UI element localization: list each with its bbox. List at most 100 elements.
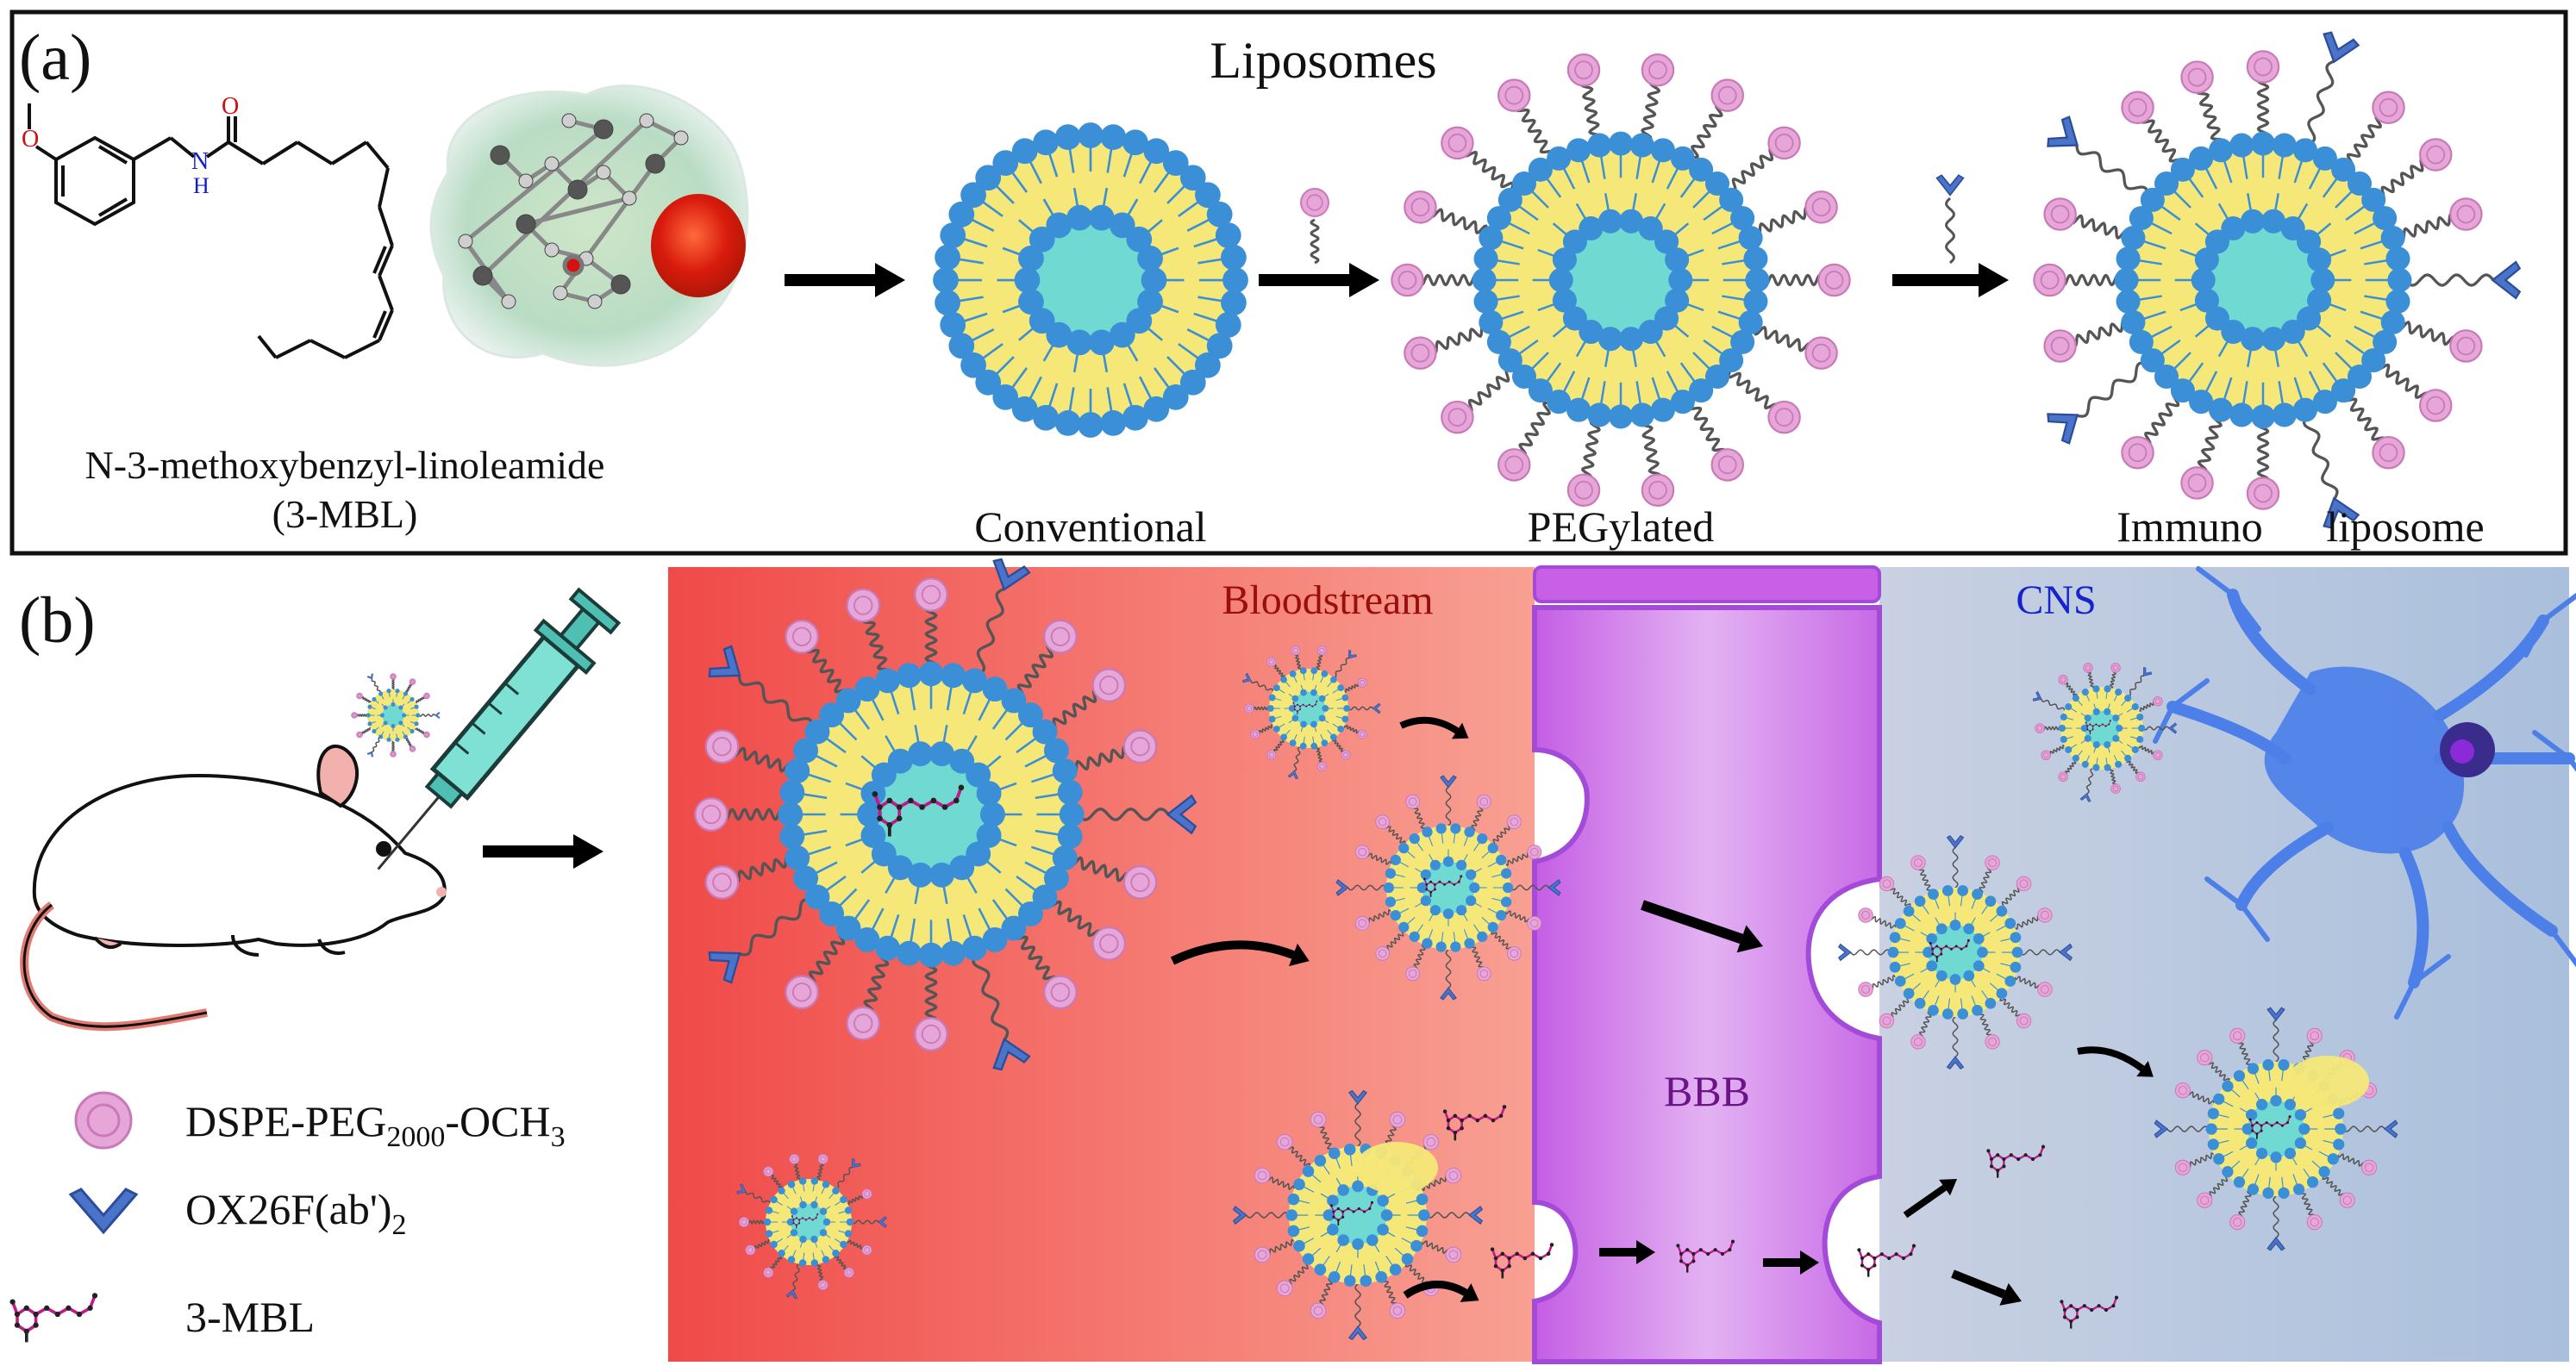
antibody-fragment [1348,1089,1367,1105]
antibody-fragment [1372,702,1381,714]
peg-head [2449,197,2483,231]
peg-head [763,1166,774,1177]
peg-head [1506,814,1522,830]
pegylated-liposome [1391,53,1851,507]
peg-icon-over-arrow [1300,188,1329,265]
peg-head [2121,90,2154,125]
antibody-fragment [1547,879,1561,896]
peg-head [1254,1167,1271,1184]
peg-head [1316,645,1327,656]
antibody-fragment [2323,31,2360,64]
antibody-fragment [2383,1119,2398,1138]
peg-head [1767,126,1801,160]
disrupted-membrane [2286,1056,2369,1107]
peg-head [1476,966,1491,982]
peg-head [2121,435,2154,470]
peg-head [356,731,363,739]
peg-head [1354,845,1370,860]
peg-head [2246,477,2280,510]
peg-head [2306,1027,2323,1045]
peg-head [356,692,363,700]
peg-head [1357,677,1367,688]
peg-head [1122,729,1158,764]
peg-head [2229,1213,2246,1231]
antibody-fragment [2323,496,2360,529]
peg-head [1354,915,1370,931]
encapsulated-drug [2248,1115,2292,1139]
atom-n: N [191,148,209,175]
peg-head [704,729,740,764]
antibody-fragment [785,1289,797,1300]
antibody-fragment [736,1183,747,1194]
peg-head [1527,845,1542,860]
peg-head [390,673,397,680]
peg-head [1310,1111,1327,1128]
peg-head [817,1153,828,1164]
antibody-fragment [1287,770,1298,780]
peg-head [1441,126,1474,160]
peg-head [1291,645,1301,656]
antibody-fragment [1946,834,1965,849]
peg-head [2180,60,2214,94]
legend-drug-icon [9,1293,98,1343]
peg-head [1441,400,1474,434]
peg-head [1985,1034,2000,1050]
peg-head [2174,1082,2191,1099]
peg-head [1710,78,1744,112]
peg-head [1250,729,1260,739]
peg-head [1266,657,1277,667]
free-drug-molecules [1442,1105,2119,1329]
peg-head [914,577,948,612]
neuron [2153,566,2576,1020]
peg-head [1254,1246,1271,1263]
peg-head [1879,1013,1895,1029]
peg-head [1445,1167,1462,1184]
peg-head [2418,138,2453,172]
peg-head [1497,448,1531,482]
bbb-label: BBB [1664,1067,1750,1115]
peg-head [1879,876,1895,892]
atom-h: H [193,173,209,198]
peg-head [1767,400,1801,434]
peg-head [423,692,430,700]
peg-head [1300,188,1329,217]
legend-antibody-label: OX26F(ab')2 [185,1185,407,1241]
arrow-flow-2 [1399,716,1469,739]
peg-head [1566,53,1601,87]
antibody-fragment [1242,672,1252,683]
peg-head [1375,945,1391,961]
encapsulated-drug [1423,875,1463,897]
peg-head [1710,448,1744,482]
antibody-fragment [1935,174,1965,196]
legend-drug-label: 3-MBL [185,1293,315,1341]
liposome-small-top [1242,645,1381,780]
antibody-fragment [851,1158,861,1169]
peg-head [1389,1111,1406,1128]
peg-head [1476,794,1491,809]
arrow-flow-1 [1170,940,1310,967]
liposome-docking [1335,775,1561,1001]
peg-head [846,1006,881,1041]
free-drug [1442,1105,1507,1141]
peg-head [1091,926,1127,961]
antibody-fragment [2047,115,2079,147]
peg-head [2418,389,2453,422]
peg-head [2043,329,2077,363]
syringe [377,587,622,870]
peg-head [1276,1280,1293,1297]
peg-head [785,619,819,654]
antibody-fragment [2267,1007,2285,1022]
peg-head [2372,435,2405,470]
atom-o: O [22,126,39,153]
atom-o-carbonyl: O [222,93,239,120]
peg-head [2037,907,2053,923]
peg-head [2135,771,2146,783]
peg-head [1641,473,1675,507]
peg-head [704,864,740,900]
immuno-liposome-large [694,558,1197,1071]
antibody-fragment [1468,1206,1484,1225]
peg-head [1389,1302,1406,1319]
antibody-fragment [1837,943,1852,962]
antibody-fragment [366,751,373,758]
